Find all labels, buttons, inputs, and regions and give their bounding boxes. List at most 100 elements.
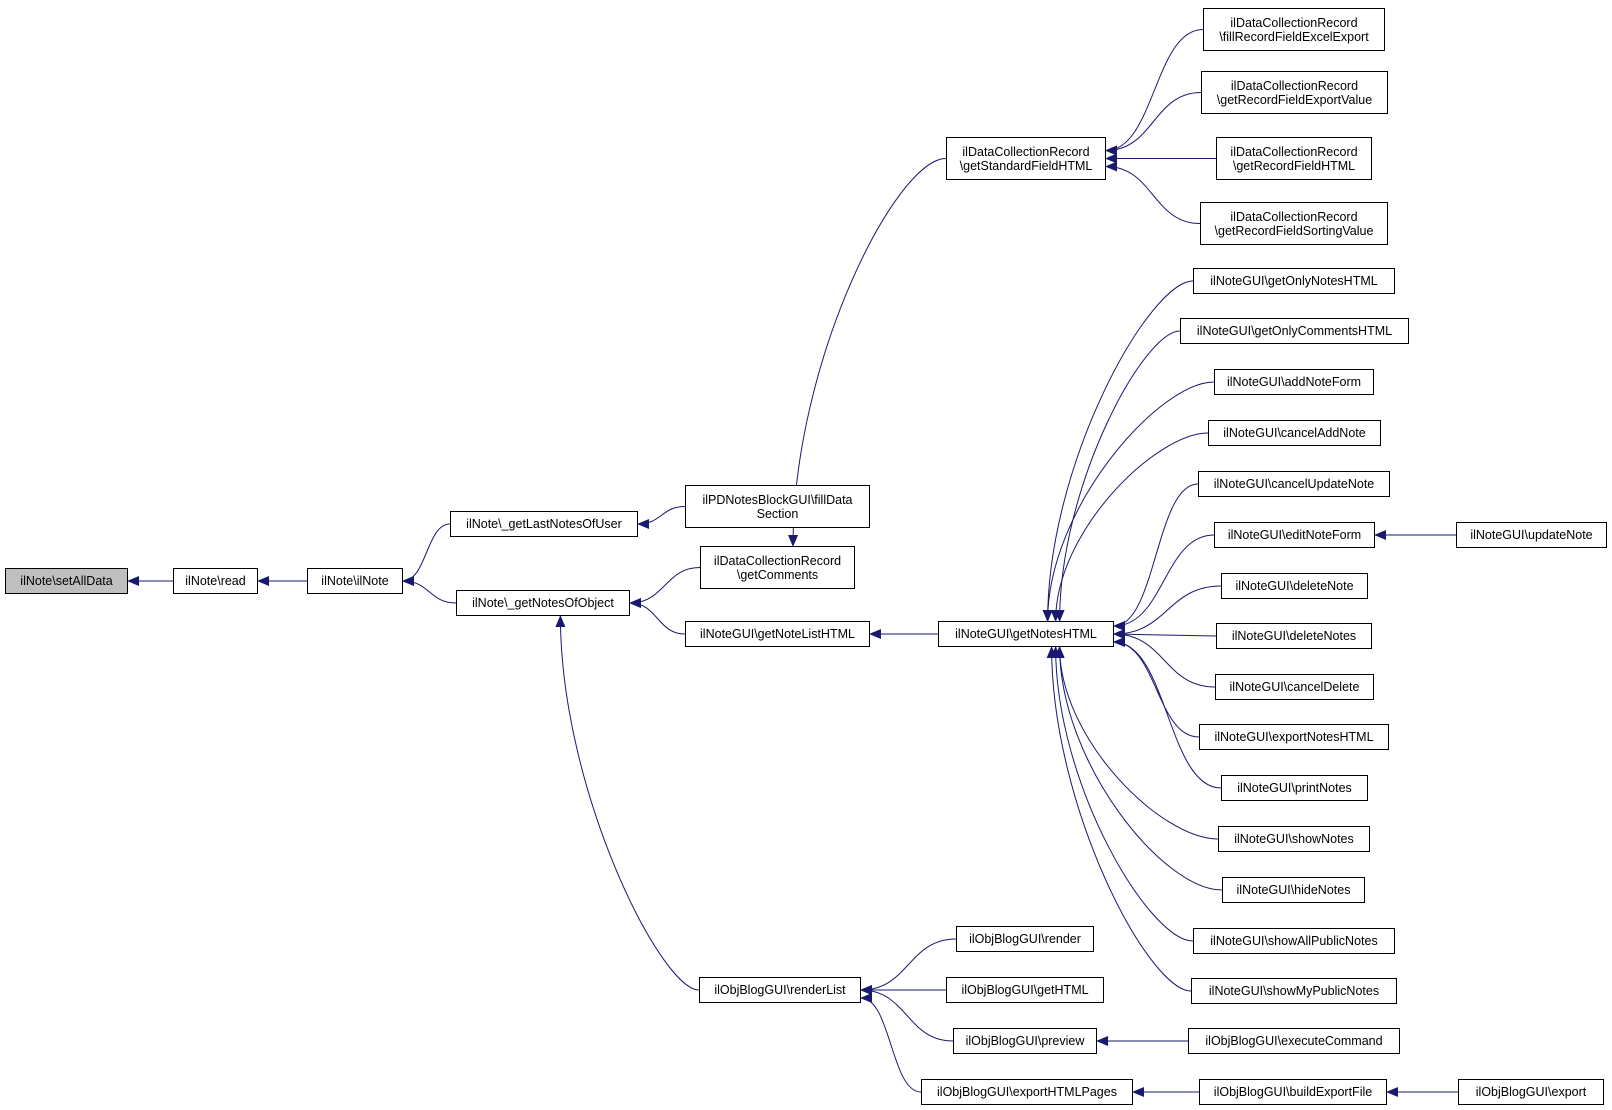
node-blogRender[interactable]: ilObjBlogGUI\render xyxy=(956,926,1094,952)
edge-showMyPublicNotes-to-getNotesHTML xyxy=(1046,646,1192,992)
node-getNotesHTML[interactable]: ilNoteGUI\getNotesHTML xyxy=(938,621,1114,647)
node-read[interactable]: ilNote\read xyxy=(173,568,258,594)
node-fillRecordFieldExcelExport[interactable]: ilDataCollectionRecord \fillRecordFieldE… xyxy=(1203,8,1385,51)
node-getStandardFieldHTML[interactable]: ilDataCollectionRecord \getStandardField… xyxy=(946,137,1106,180)
edge-fillRecordFieldExcelExport-to-getStandardFieldHTML xyxy=(1105,29,1204,156)
node-label: ilDataCollectionRecord \getRecordFieldEx… xyxy=(1216,78,1373,107)
node-cancelDelete[interactable]: ilNoteGUI\cancelDelete xyxy=(1215,674,1374,700)
node-label: ilObjBlogGUI\renderList xyxy=(714,983,846,997)
edge-fillDataSection-to-getLastNotesOfUser xyxy=(637,506,686,529)
node-buildExportFile[interactable]: ilObjBlogGUI\buildExportFile xyxy=(1199,1079,1387,1105)
node-label: ilNoteGUI\getNotesHTML xyxy=(955,627,1097,641)
node-label: ilNoteGUI\showNotes xyxy=(1234,832,1354,846)
node-getComments[interactable]: ilDataCollectionRecord \getComments xyxy=(700,546,855,589)
edge-showNotes-to-getNotesHTML xyxy=(1054,646,1219,840)
node-deleteNote[interactable]: ilNoteGUI\deleteNote xyxy=(1221,573,1368,599)
node-cancelAddNote[interactable]: ilNoteGUI\cancelAddNote xyxy=(1208,420,1381,446)
node-label: ilObjBlogGUI\exportHTMLPages xyxy=(937,1085,1117,1099)
node-label: ilObjBlogGUI\render xyxy=(969,932,1081,946)
edge-cancelDelete-to-getNotesHTML xyxy=(1113,629,1216,688)
edge-printNotes-to-getNotesHTML xyxy=(1113,637,1222,789)
edge-blogRender-to-renderList xyxy=(860,938,957,995)
node-label: ilObjBlogGUI\executeCommand xyxy=(1205,1034,1383,1048)
edge-showAllPublicNotes-to-getNotesHTML xyxy=(1050,646,1194,942)
node-ilNote[interactable]: ilNote\ilNote xyxy=(307,568,403,594)
node-label: ilDataCollectionRecord \getComments xyxy=(713,553,842,582)
node-label: ilNoteGUI\getOnlyNotesHTML xyxy=(1210,274,1378,288)
edge-cancelUpdateNote-to-getNotesHTML xyxy=(1113,483,1199,631)
node-getLastNotesOfUser[interactable]: ilNote\_getLastNotesOfUser xyxy=(450,511,638,537)
node-label: ilDataCollectionRecord \getRecordFieldSo… xyxy=(1214,209,1374,238)
node-printNotes[interactable]: ilNoteGUI\printNotes xyxy=(1221,775,1368,801)
edge-renderList-to-getNotesOfObject xyxy=(555,615,700,991)
node-label: ilNoteGUI\hideNotes xyxy=(1236,883,1351,897)
node-label: ilDataCollectionRecord \fillRecordFieldE… xyxy=(1219,15,1369,44)
edge-getNotesOfObject-to-ilNote xyxy=(402,576,457,604)
node-label: ilNote\_getNotesOfObject xyxy=(472,596,614,610)
node-label: ilNoteGUI\editNoteForm xyxy=(1227,528,1362,542)
node-getRecordFieldHTML[interactable]: ilDataCollectionRecord \getRecordFieldHT… xyxy=(1216,137,1372,180)
edge-cancelAddNote-to-getNotesHTML xyxy=(1050,432,1209,622)
edge-deleteNote-to-getNotesHTML xyxy=(1113,585,1222,639)
node-deleteNotes[interactable]: ilNoteGUI\deleteNotes xyxy=(1216,623,1372,649)
node-getOnlyCommentsHTML[interactable]: ilNoteGUI\getOnlyCommentsHTML xyxy=(1180,318,1409,344)
node-getOnlyNotesHTML[interactable]: ilNoteGUI\getOnlyNotesHTML xyxy=(1193,268,1395,294)
node-showAllPublicNotes[interactable]: ilNoteGUI\showAllPublicNotes xyxy=(1193,928,1395,954)
edge-exportHTMLPages-to-renderList xyxy=(860,993,922,1093)
node-label: ilPDNotesBlockGUI\fillData Section xyxy=(702,492,853,521)
edge-deleteNotes-to-getNotesHTML xyxy=(1113,629,1217,640)
node-exportHTMLPages[interactable]: ilObjBlogGUI\exportHTMLPages xyxy=(921,1079,1133,1105)
node-setAllData[interactable]: ilNote\setAllData xyxy=(5,568,128,594)
node-label: ilObjBlogGUI\getHTML xyxy=(961,983,1089,997)
node-label: ilObjBlogGUI\export xyxy=(1475,1085,1587,1099)
node-label: ilNoteGUI\addNoteForm xyxy=(1226,375,1362,389)
edge-editNoteForm-to-getNotesHTML xyxy=(1113,534,1215,631)
node-showNotes[interactable]: ilNoteGUI\showNotes xyxy=(1218,826,1370,852)
node-addNoteForm[interactable]: ilNoteGUI\addNoteForm xyxy=(1214,369,1374,395)
node-label: ilNote\read xyxy=(185,574,246,588)
edge-getOnlyNotesHTML-to-getNotesHTML xyxy=(1042,280,1194,622)
edge-getOnlyCommentsHTML-to-getNotesHTML xyxy=(1054,330,1181,622)
node-label: ilNoteGUI\deleteNote xyxy=(1235,579,1354,593)
node-label: ilNoteGUI\printNotes xyxy=(1237,781,1352,795)
node-blogGetHTML[interactable]: ilObjBlogGUI\getHTML xyxy=(946,977,1104,1003)
node-label: ilObjBlogGUI\preview xyxy=(965,1034,1085,1048)
node-label: ilNoteGUI\cancelDelete xyxy=(1229,680,1360,694)
node-blogPreview[interactable]: ilObjBlogGUI\preview xyxy=(953,1028,1097,1054)
node-fillDataSection[interactable]: ilPDNotesBlockGUI\fillData Section xyxy=(685,485,870,528)
node-label: ilDataCollectionRecord \getStandardField… xyxy=(959,144,1093,173)
node-hideNotes[interactable]: ilNoteGUI\hideNotes xyxy=(1222,877,1365,903)
node-label: ilNoteGUI\showMyPublicNotes xyxy=(1208,984,1380,998)
node-label: ilNoteGUI\cancelUpdateNote xyxy=(1213,477,1375,491)
node-renderList[interactable]: ilObjBlogGUI\renderList xyxy=(699,977,861,1003)
node-label: ilDataCollectionRecord \getRecordFieldHT… xyxy=(1230,144,1358,173)
edge-getRecordFieldExportValue-to-getStandardFieldHTML xyxy=(1105,92,1202,156)
edge-blogPreview-to-renderList xyxy=(860,985,954,1042)
node-label: ilNoteGUI\cancelAddNote xyxy=(1223,426,1366,440)
node-editNoteForm[interactable]: ilNoteGUI\editNoteForm xyxy=(1214,522,1375,548)
node-label: ilNote\setAllData xyxy=(20,574,113,588)
node-getNotesOfObject[interactable]: ilNote\_getNotesOfObject xyxy=(456,590,630,616)
node-label: ilNote\_getLastNotesOfUser xyxy=(466,517,622,531)
node-label: ilNoteGUI\showAllPublicNotes xyxy=(1210,934,1378,948)
node-getNoteListHTML[interactable]: ilNoteGUI\getNoteListHTML xyxy=(685,621,870,647)
node-getRecordFieldExportValue[interactable]: ilDataCollectionRecord \getRecordFieldEx… xyxy=(1201,71,1388,114)
node-label: ilObjBlogGUI\buildExportFile xyxy=(1213,1085,1373,1099)
edge-hideNotes-to-getNotesHTML xyxy=(1054,646,1223,891)
node-label: ilNote\ilNote xyxy=(321,574,389,588)
node-getRecordFieldSortingValue[interactable]: ilDataCollectionRecord \getRecordFieldSo… xyxy=(1200,202,1388,245)
edge-getNoteListHTML-to-getNotesOfObject xyxy=(629,598,686,635)
node-label: ilNoteGUI\getNoteListHTML xyxy=(700,627,855,641)
node-label: ilNoteGUI\exportNotesHTML xyxy=(1214,730,1374,744)
node-label: ilNoteGUI\deleteNotes xyxy=(1231,629,1357,643)
node-updateNote[interactable]: ilNoteGUI\updateNote xyxy=(1456,522,1607,548)
node-label: ilNoteGUI\getOnlyCommentsHTML xyxy=(1196,324,1393,338)
node-executeCommand[interactable]: ilObjBlogGUI\executeCommand xyxy=(1188,1028,1400,1054)
node-exportNotesHTML[interactable]: ilNoteGUI\exportNotesHTML xyxy=(1199,724,1389,750)
edge-getStandardFieldHTML-to-getComments xyxy=(788,158,947,547)
node-blogExport[interactable]: ilObjBlogGUI\export xyxy=(1458,1079,1604,1105)
node-cancelUpdateNote[interactable]: ilNoteGUI\cancelUpdateNote xyxy=(1198,471,1390,497)
node-showMyPublicNotes[interactable]: ilNoteGUI\showMyPublicNotes xyxy=(1191,978,1397,1004)
